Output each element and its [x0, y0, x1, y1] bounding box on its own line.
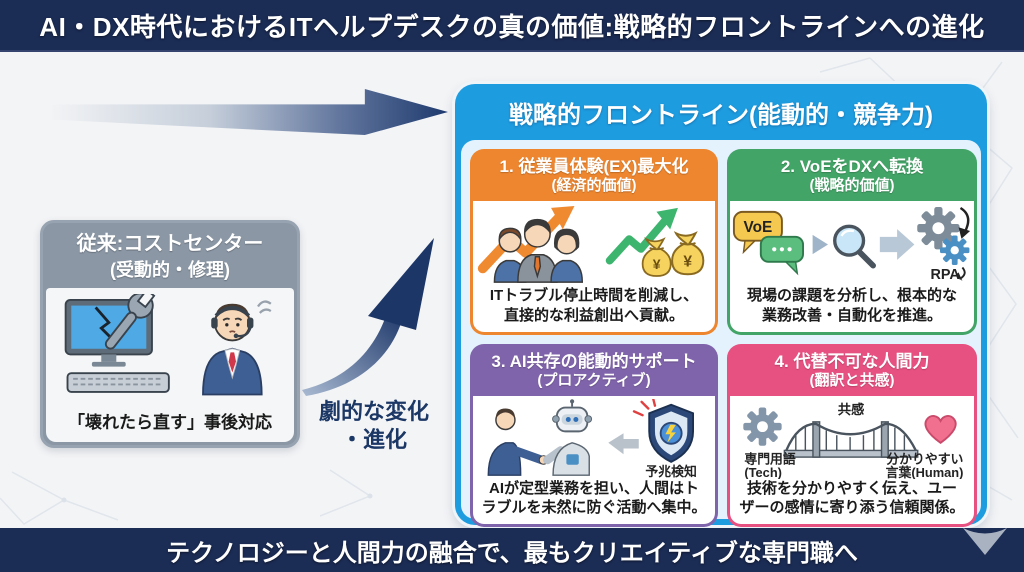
strategic-panel-title: 戦略的フロントライン(能動的・競争力)	[509, 101, 933, 129]
employees-icon	[493, 218, 584, 283]
gears-icon: RPA	[917, 206, 971, 283]
human-label-2: 言葉(Human)	[886, 465, 964, 479]
legacy-box-title: 従来:コストセンター (受動的・修理)	[76, 233, 264, 280]
shield-alert-icon: 予兆検知	[632, 398, 697, 479]
heart-icon	[924, 414, 957, 444]
handshake-human-icon	[487, 408, 549, 476]
strategic-panel-body: 1. 従業員体験(EX)最大化 (経済的価値)	[461, 140, 981, 528]
tech-label-1: 専門用語	[744, 451, 796, 466]
legacy-box-body: 「壊れたら直す」事後対応	[46, 288, 294, 442]
svg-text:RPA: RPA	[930, 267, 960, 283]
evolution-arrow	[52, 88, 448, 136]
broken-monitor-wrench-icon	[64, 294, 170, 394]
strategic-panel: 戦略的フロントライン(能動的・競争力) 1. 従業員体験(EX)最大化 (経済的…	[455, 84, 987, 528]
tech-bridge-human-icon: 共感 専門用語 (Tech) 分かりやすい 言葉(Human)	[743, 401, 964, 479]
voe-analysis-rpa-icon: VoE	[732, 206, 971, 283]
human-label-1: 分かりやすい	[886, 451, 963, 466]
legacy-box: 従来:コストセンター (受動的・修理)	[40, 220, 300, 448]
handshake-robot-icon	[543, 398, 593, 476]
svg-text:¥: ¥	[683, 253, 692, 270]
page-title: AI・DX時代におけるITヘルプデスクの真の価値:戦略的フロントラインへの進化	[39, 11, 985, 42]
card-subtitle: (プロアクティブ)	[537, 371, 651, 389]
card-description: 技術を分かりやすく伝え、ユー ザーの感情に寄り添う信頼関係。	[739, 479, 965, 517]
down-triangle-icon	[963, 528, 1007, 555]
card-description: AIが定型業務を担い、人間はト ラブルを未然に防ぐ活動へ集中。	[481, 479, 707, 517]
step-arrow-icon	[812, 234, 828, 255]
magnifier-icon	[833, 224, 876, 269]
card-title: 1. 従業員体験(EX)最大化	[499, 157, 689, 176]
svg-text:VoE: VoE	[744, 219, 773, 236]
curved-growth-arrow	[302, 238, 434, 396]
gear-icon	[743, 407, 782, 446]
bridge-label: 共感	[838, 401, 865, 417]
green-growth-arrow-icon	[605, 217, 669, 265]
legacy-caption: 「壊れたら直す」事後対応	[68, 413, 272, 432]
card-title: 2. VoEをDXへ転換	[780, 157, 924, 176]
voe-bubbles-icon: VoE	[732, 210, 804, 276]
card-title: 3. AI共存の能動的サポート	[491, 351, 697, 371]
card-description: 現場の課題を分析し、根本的な 業務改善・自動化を推進。	[746, 287, 957, 324]
card-subtitle: (翻訳と共感)	[809, 371, 895, 389]
card-ai-coexistence: 3. AI共存の能動的サポート (プロアクティブ)	[470, 343, 718, 528]
flow-arrow-icon	[879, 229, 915, 260]
card-title: 4. 代替不可な人間力	[774, 351, 930, 371]
left-arrow-icon	[608, 432, 639, 454]
squiggle-icon	[257, 300, 272, 308]
bottom-banner-title: テクノロジーと人間力の融合で、最もクリエイティブな専門職へ	[166, 539, 858, 567]
wrench-icon	[104, 294, 156, 350]
card-subtitle: (経済的価値)	[551, 177, 637, 195]
bridge-icon	[783, 420, 919, 458]
employees-growth-money-icon: ¥ ¥	[477, 205, 705, 283]
bottom-banner: テクノロジーと人間力の融合で、最もクリエイティブな専門職へ	[0, 528, 1024, 572]
shield-label: 予兆検知	[645, 464, 696, 479]
card-voe-to-dx: 2. VoEをDXへ転換 (戦略的価値) VoE	[727, 149, 977, 335]
tech-label-2: (Tech)	[744, 465, 782, 479]
card-employee-experience: 1. 従業員体験(EX)最大化 (経済的価値)	[470, 149, 718, 335]
card-human-power: 4. 代替不可な人間力 (翻訳と共感)	[727, 343, 977, 528]
support-agent-icon	[202, 300, 272, 396]
card-description: ITトラブル停止時間を削減し、 直接的な利益創出へ貢献。	[489, 287, 699, 324]
money-bags-icon: ¥ ¥	[641, 231, 705, 277]
handshake-shield-icon: 予兆検知	[487, 398, 697, 479]
svg-text:¥: ¥	[653, 256, 661, 272]
top-banner: AI・DX時代におけるITヘルプデスクの真の価値:戦略的フロントラインへの進化	[0, 0, 1024, 52]
transition-label: 劇的な変化 ・進化	[318, 399, 429, 452]
card-subtitle: (戦略的価値)	[809, 177, 895, 195]
